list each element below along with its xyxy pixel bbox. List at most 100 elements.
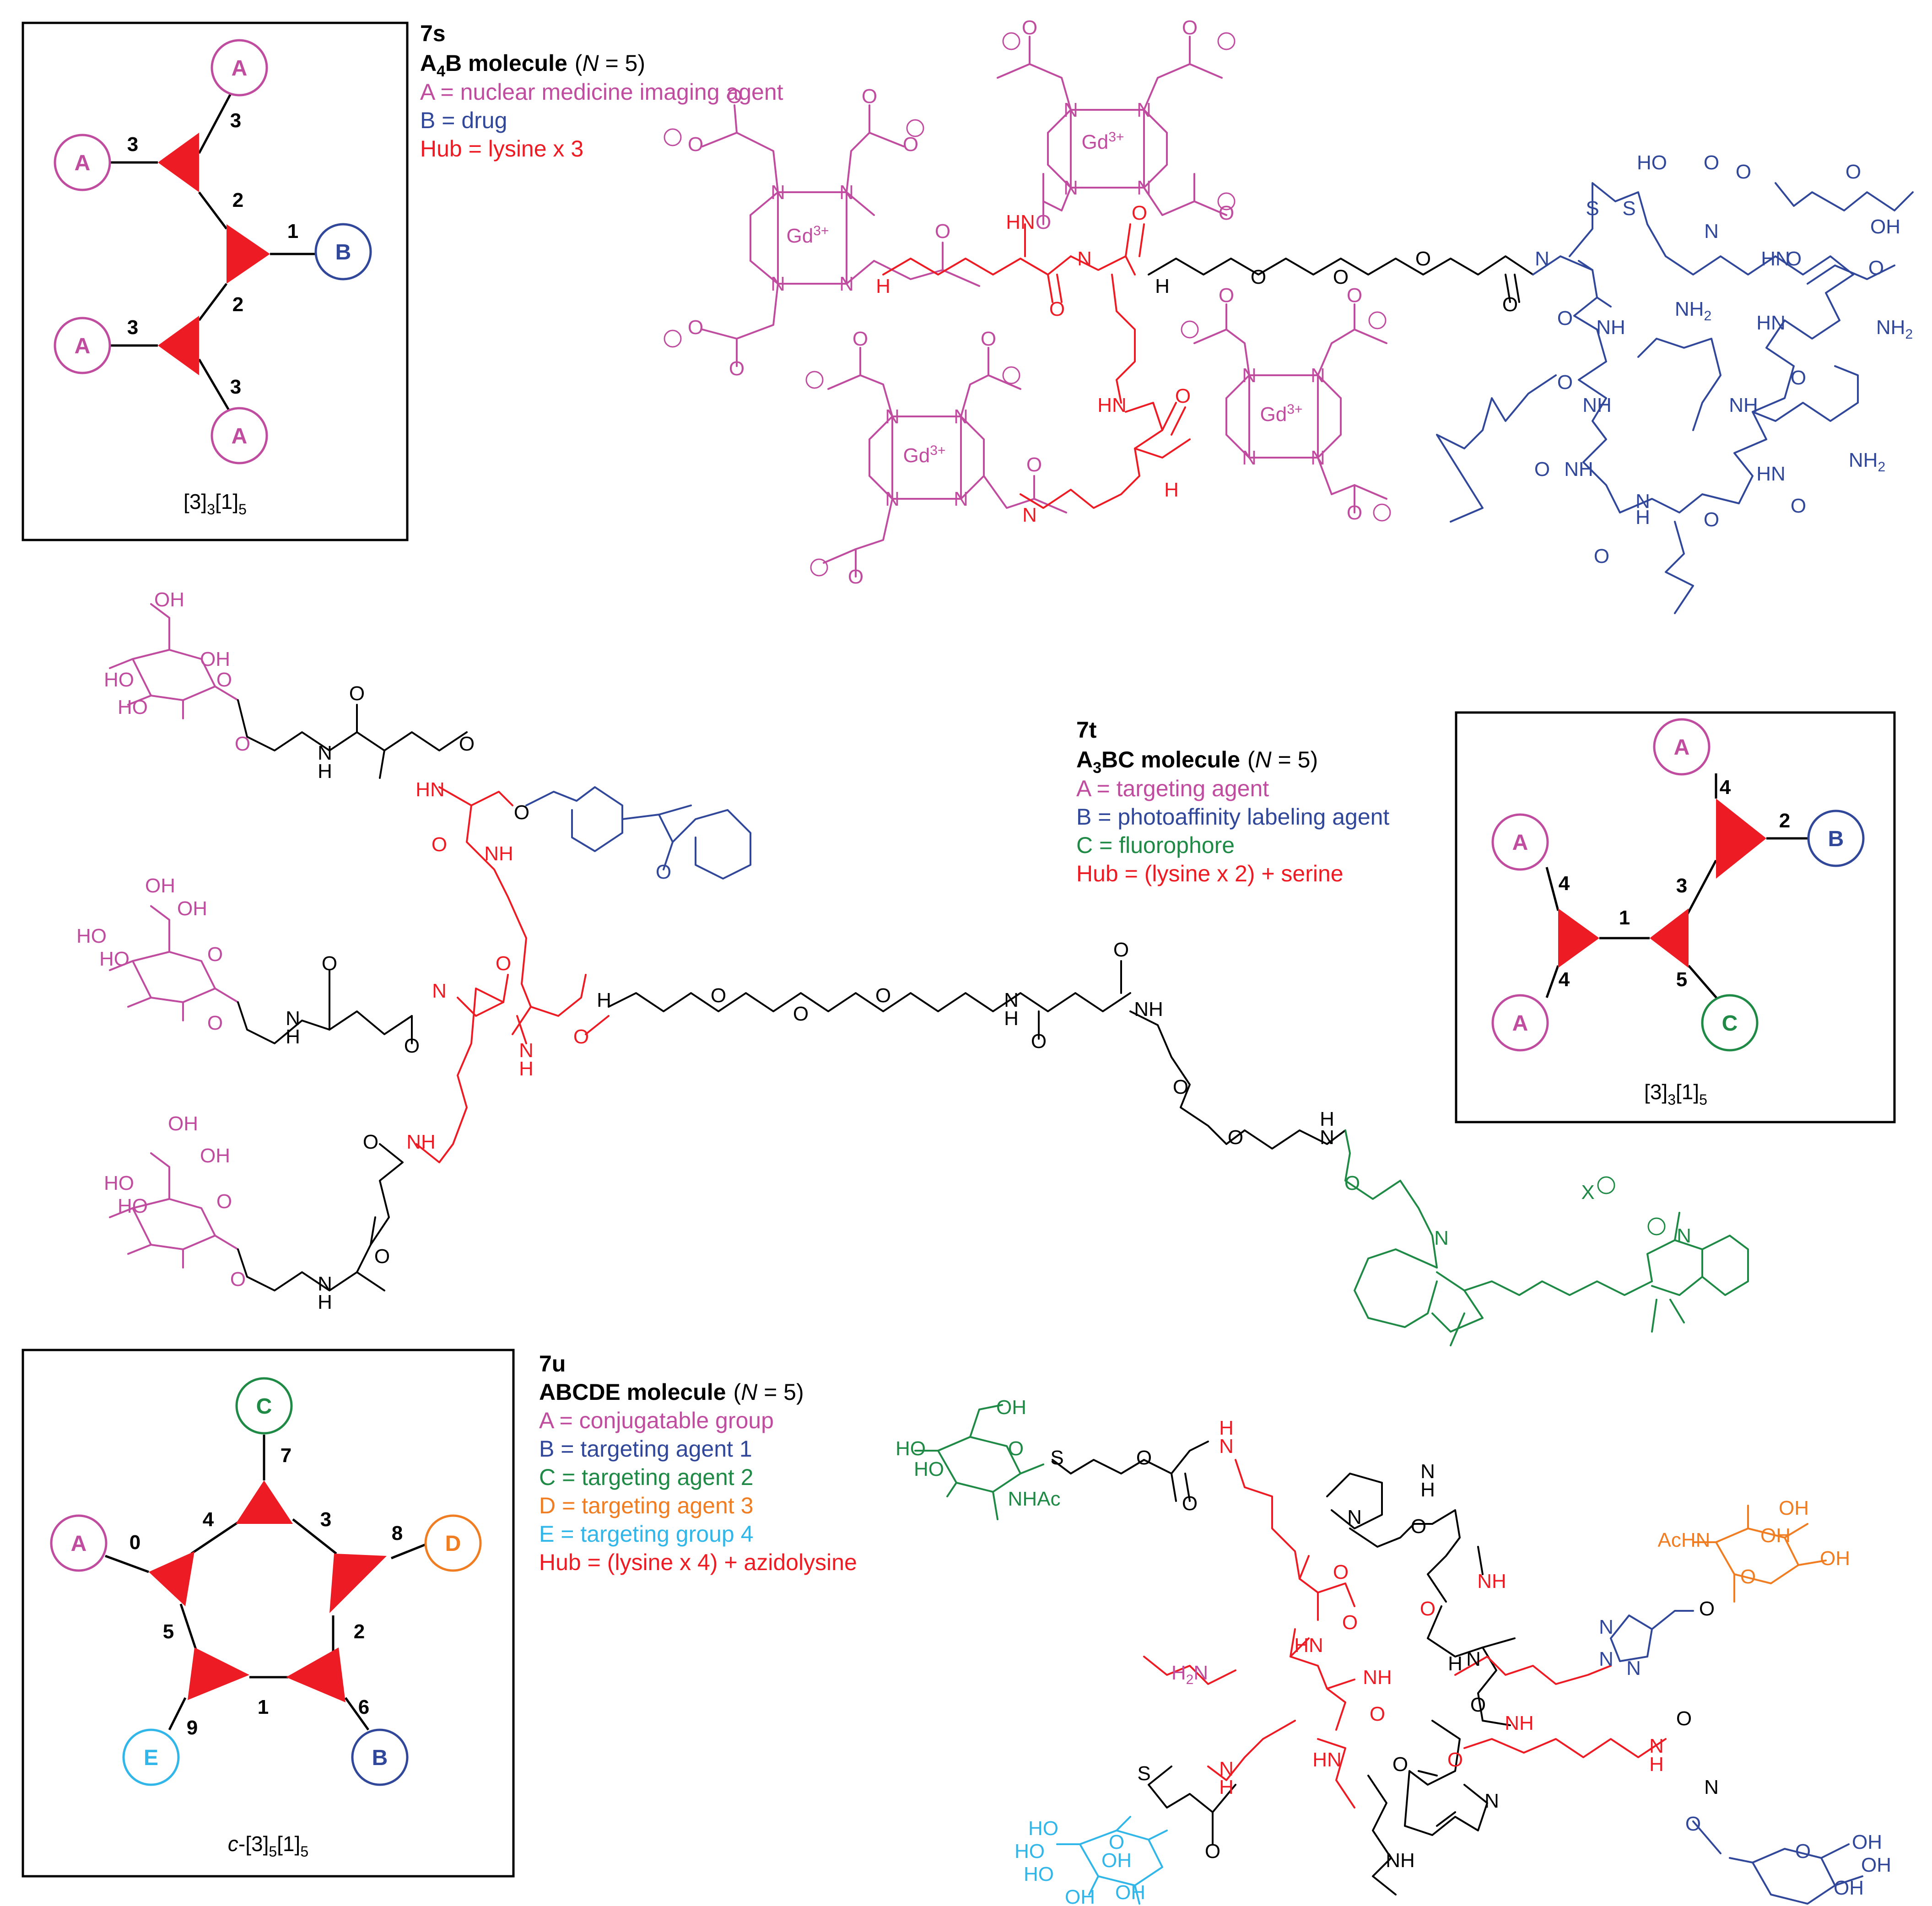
galnac-sugar: [1692, 1505, 1827, 1603]
atom-n: N: [954, 405, 968, 428]
amide-nh: N: [1077, 248, 1092, 270]
hub-triangle-2: [227, 224, 270, 284]
compound-id: 7u: [539, 1351, 566, 1377]
peptide-atom: O: [1594, 545, 1609, 567]
hub-serine-lysine: [416, 786, 610, 1163]
hub-triangle-4: [188, 1647, 249, 1700]
peptide-atom: NH: [1582, 394, 1612, 416]
edge-label: 6: [358, 1696, 369, 1718]
sugar-oh: OH: [1115, 1881, 1145, 1904]
amide-nh: N: [1022, 504, 1037, 526]
gd-label: Gd3+: [903, 443, 946, 467]
peptide-atom: O: [1534, 458, 1550, 481]
atom-o: O: [1182, 16, 1198, 39]
structure-7t-atoms: OH OH HO HO O OH OH HO HO O OH OH HO HO …: [76, 589, 1691, 1313]
peptide-atom: O: [1557, 307, 1573, 329]
amide-nh: N: [1219, 1758, 1234, 1780]
scheme-7t-caption: [3]3[1]5: [1644, 1080, 1707, 1108]
cyanine-fluorophore: [1344, 1129, 1749, 1346]
edge-label: 0: [130, 1531, 140, 1554]
atom-o: O: [1026, 454, 1042, 476]
sugar-oh: HO: [104, 1172, 134, 1194]
amide-o: O: [1411, 1515, 1426, 1538]
node-a: A: [1491, 994, 1549, 1052]
hub-atom: O: [432, 833, 447, 856]
svg-text:A: A: [1674, 735, 1690, 760]
oxime-o: O: [1676, 1707, 1692, 1730]
amide-o: O: [1420, 1598, 1436, 1620]
sugar-oh: OH: [168, 1112, 198, 1135]
peg-nh: N: [1004, 989, 1019, 1011]
amide-o: O: [1447, 1749, 1463, 1771]
atom-n: N: [1311, 447, 1325, 469]
hub-atom: H: [519, 1058, 534, 1080]
scheme-7s: 3 3 2 1 2 3 3 A A B A A [3]3[1]5: [22, 22, 409, 541]
peptide-atom: NH: [1596, 316, 1625, 339]
atom-n: N: [771, 181, 785, 204]
legend-line: B = drug: [420, 108, 507, 133]
legend-line: A = nuclear medicine imaging agent: [420, 79, 783, 105]
node-e: E: [122, 1728, 180, 1786]
amide-nh: NH: [1386, 1849, 1415, 1872]
atom-o: O: [1022, 16, 1037, 39]
atom-o: O: [729, 357, 745, 380]
sugar-o: O: [207, 943, 223, 966]
triazole-n: N: [1599, 1648, 1614, 1670]
edge-label: 1: [1619, 907, 1630, 929]
hub-triangle-1: [158, 133, 199, 192]
sugar-oh: OH: [200, 648, 230, 670]
legend-line: Hub = (lysine x 4) + azidolysine: [539, 1550, 857, 1575]
charge-icon: [1597, 1176, 1666, 1236]
structure-7u-atoms: OH HO HO O NHAc S O O N H N N H O NH O O…: [896, 1396, 1891, 1906]
legend-line: Hub = lysine x 3: [420, 136, 583, 162]
peg-o: O: [1251, 266, 1266, 288]
amide-o: O: [1370, 1703, 1385, 1725]
edge-label: 8: [392, 1522, 403, 1544]
linker-nh: N: [318, 1273, 332, 1295]
node-c: C: [1701, 994, 1759, 1052]
edge-label: 3: [1676, 875, 1687, 897]
edge-label: 3: [230, 109, 241, 132]
edge-label: 2: [232, 293, 243, 316]
amide-nh: NH: [1363, 1666, 1392, 1689]
peptide-atom: NH2: [1675, 298, 1711, 324]
svg-text:A: A: [232, 56, 248, 81]
peptide-drug: [1436, 182, 1914, 614]
dye-o: O: [1344, 1172, 1360, 1194]
dye-n: N: [1434, 1227, 1449, 1249]
svg-text:E: E: [144, 1746, 158, 1770]
mannose-sugar: [109, 603, 239, 1269]
atom-o: O: [981, 328, 996, 350]
peptide-atom: H: [1635, 506, 1650, 529]
edge-label: 7: [281, 1444, 291, 1467]
atom-n: N: [1137, 99, 1151, 121]
amide-nh: H: [1448, 1652, 1462, 1675]
linker-o: O: [235, 733, 250, 755]
legend-line: A = conjugatable group: [539, 1408, 774, 1433]
linker-o: O: [349, 682, 365, 705]
amide-nh: NH: [1477, 1570, 1506, 1593]
atom-n: N: [1242, 364, 1257, 387]
svg-text:A: A: [1512, 1011, 1528, 1036]
linker-o: O: [322, 952, 337, 975]
edge-label: 4: [203, 1508, 214, 1531]
amide-nh: NH: [1505, 1712, 1534, 1734]
carbamate-nh: H: [1219, 1417, 1234, 1439]
sugar-o: O: [216, 1190, 232, 1213]
sugar-oh: HO: [896, 1437, 926, 1460]
legend-line: B = photoaffinity labeling agent: [1076, 804, 1389, 830]
svg-text:C: C: [256, 1394, 272, 1419]
hub-atom: N: [432, 980, 447, 1002]
peg-nh: H: [1004, 1007, 1019, 1030]
peptide-atom: O: [1791, 367, 1806, 389]
sugar-oh: OH: [1760, 1524, 1791, 1547]
dota-cage: [997, 36, 1227, 225]
legend-line: C = fluorophore: [1076, 832, 1235, 858]
edge-label: 2: [1779, 810, 1790, 832]
sugar-oh: HO: [914, 1458, 944, 1480]
peptide-atom: HO: [1637, 151, 1667, 174]
sugar-o: O: [1109, 1831, 1124, 1853]
atom-o: O: [1347, 284, 1362, 307]
peptide-atom: NH2: [1849, 449, 1885, 475]
amide-o: O: [1342, 1611, 1358, 1634]
